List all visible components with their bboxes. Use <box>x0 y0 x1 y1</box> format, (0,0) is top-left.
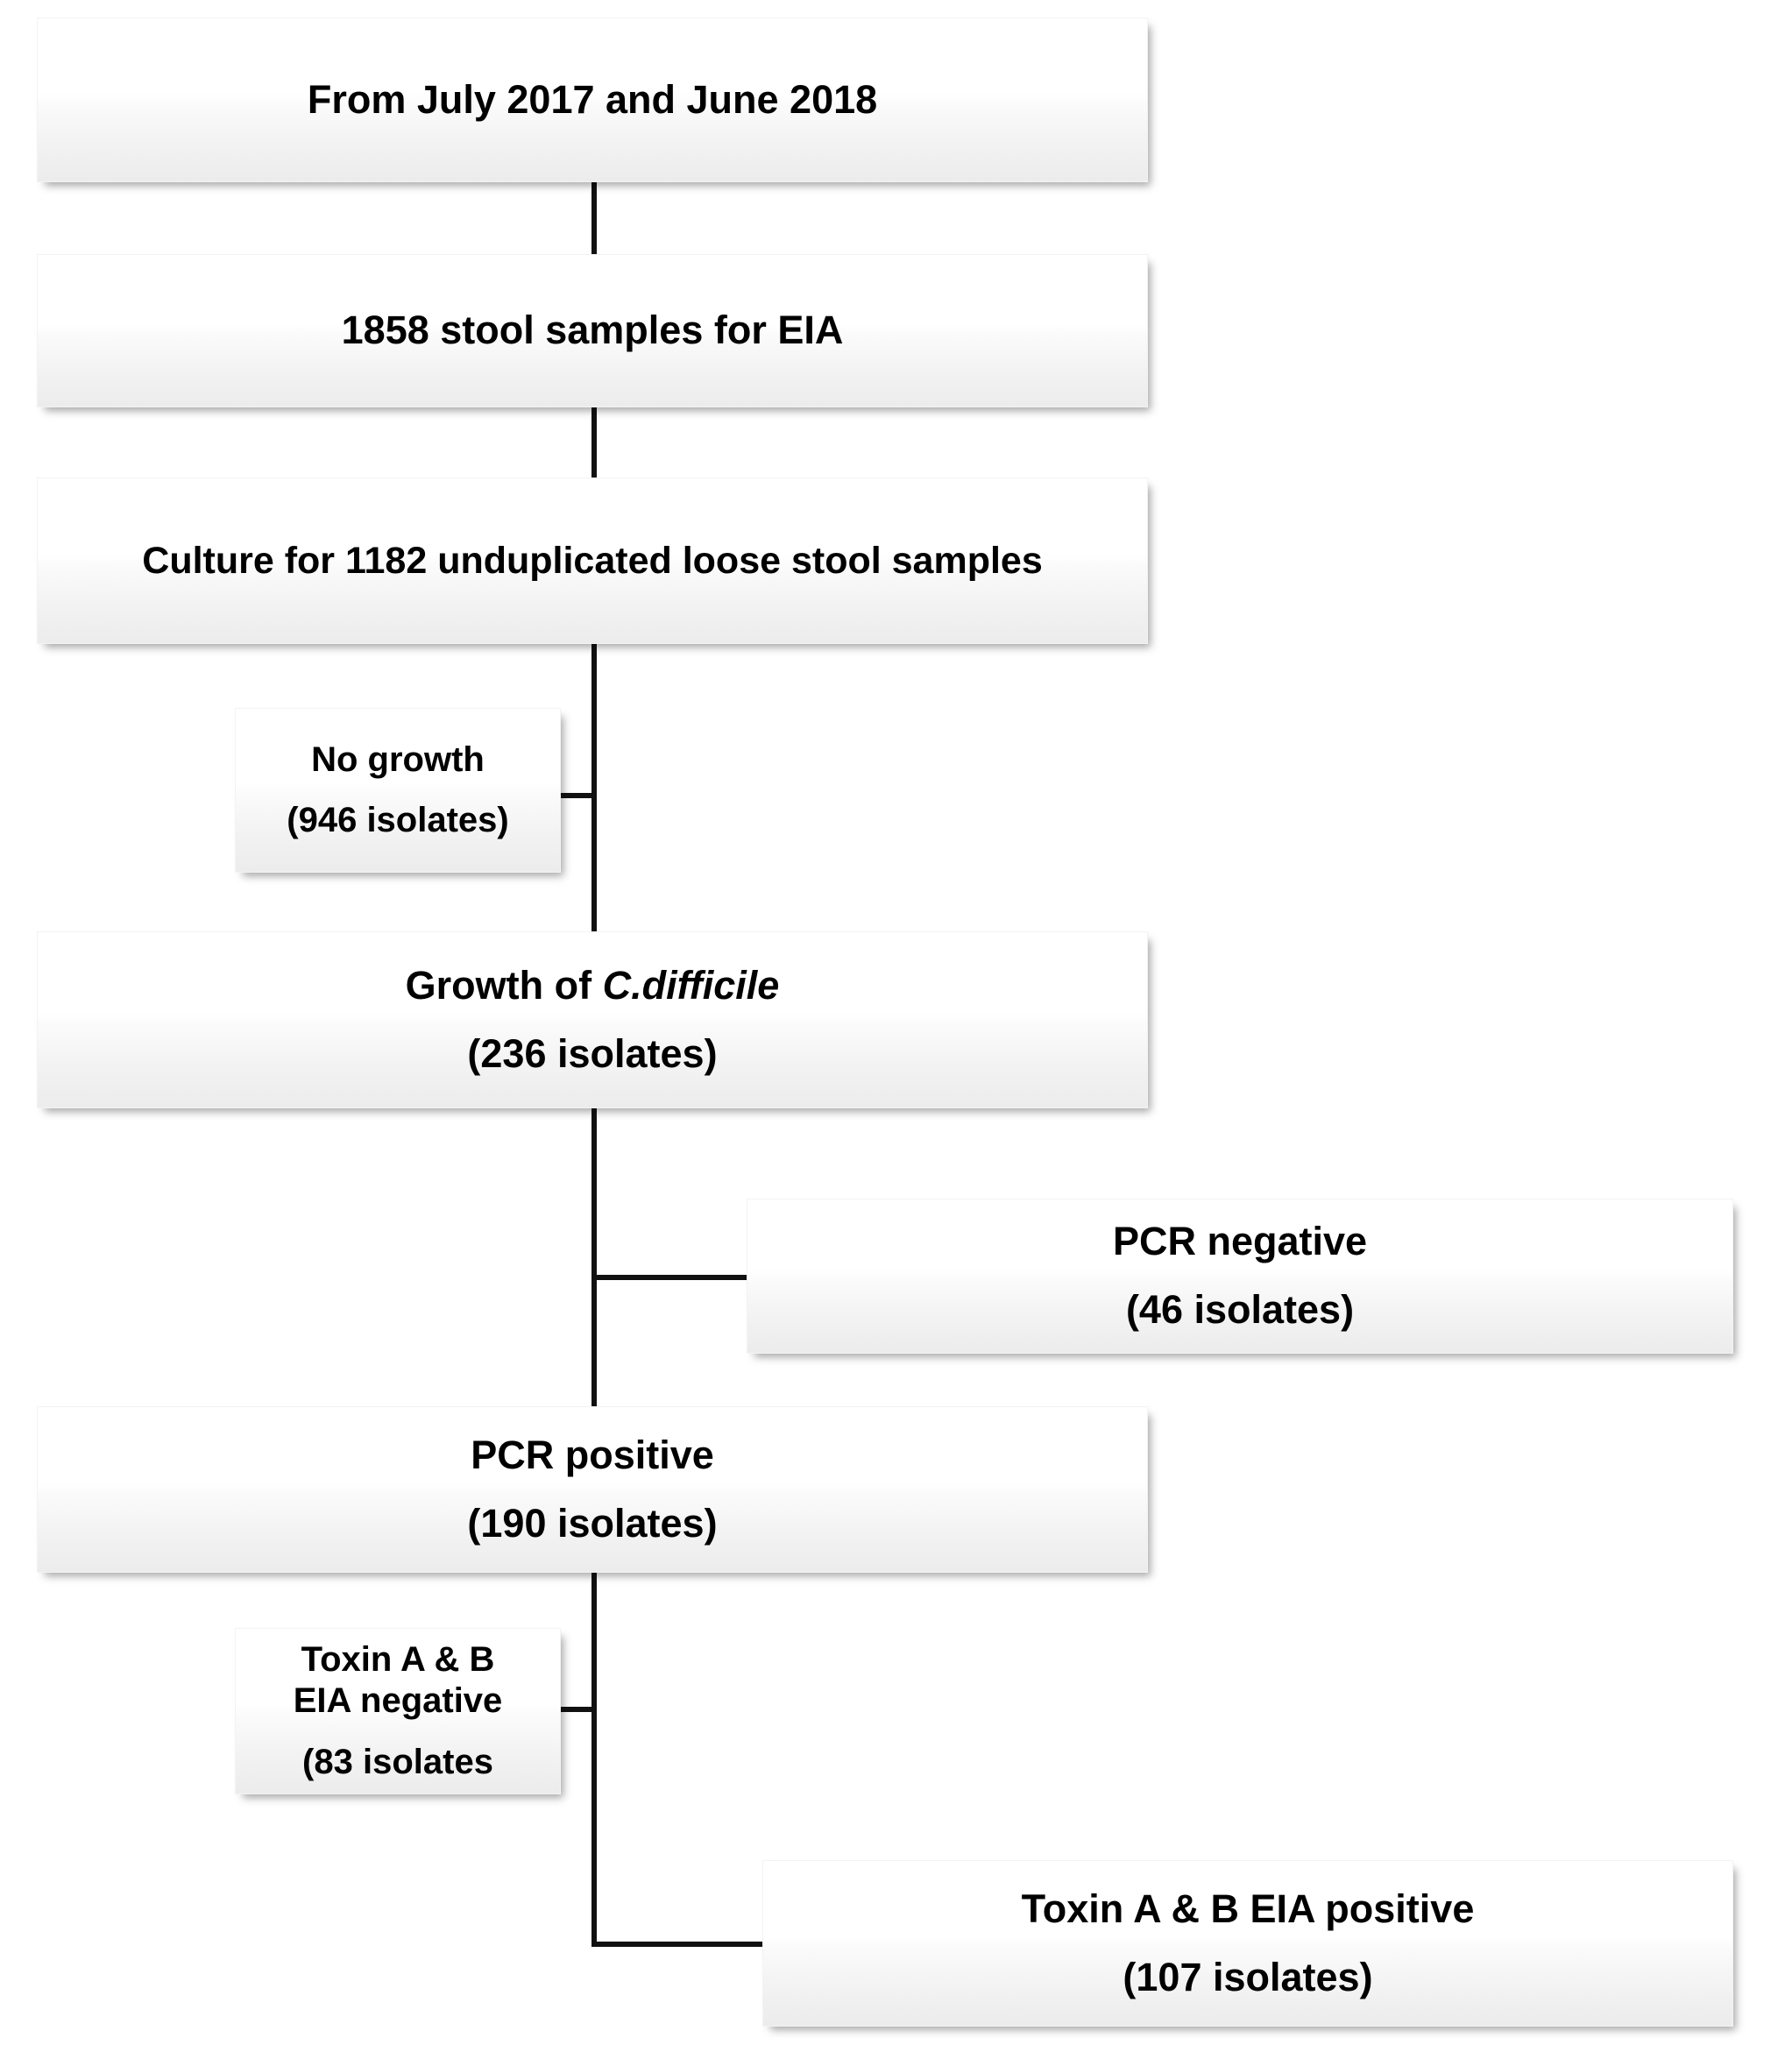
node-pcr-negative-title: PCR negative <box>1112 1219 1368 1264</box>
node-eia-samples[interactable]: 1858 stool samples for EIA <box>37 254 1148 407</box>
node-growth-title-prefix: Growth of <box>405 962 603 1008</box>
node-toxin-eia-negative-title-2: EIA negative <box>293 1681 503 1721</box>
node-toxin-eia-negative[interactable]: Toxin A & B EIA negative (83 isolates <box>235 1628 561 1794</box>
node-toxin-eia-positive[interactable]: Toxin A & B EIA positive (107 isolates) <box>762 1860 1733 2027</box>
node-pcr-positive-title: PCR positive <box>471 1432 714 1477</box>
connector-growth-to-pcrpositive <box>591 1104 597 1412</box>
node-culture[interactable]: Culture for 1182 unduplicated loose stoo… <box>37 478 1148 644</box>
connector-pcrpositive-down <box>591 1568 597 1947</box>
node-toxin-eia-negative-title-1: Toxin A & B <box>301 1640 495 1680</box>
node-growth-cdifficile[interactable]: Growth of C.difficile (236 isolates) <box>37 931 1148 1108</box>
node-culture-text: Culture for 1182 unduplicated loose stoo… <box>142 539 1043 582</box>
node-no-growth-title: No growth <box>311 739 485 779</box>
node-growth-count: (236 isolates) <box>467 1030 718 1076</box>
node-study-period[interactable]: From July 2017 and June 2018 <box>37 18 1148 182</box>
node-toxin-eia-negative-count: (83 isolates <box>302 1742 493 1781</box>
node-pcr-negative[interactable]: PCR negative (46 isolates) <box>747 1199 1733 1354</box>
node-pcr-positive-count: (190 isolates) <box>467 1500 718 1546</box>
connector-culture-to-growth <box>591 640 597 937</box>
node-no-growth[interactable]: No growth (946 isolates) <box>235 708 561 873</box>
connector-branch-toxin-negative <box>556 1707 597 1712</box>
connector-eia-to-culture <box>591 403 597 482</box>
node-eia-samples-text: 1858 stool samples for EIA <box>341 308 844 353</box>
connector-period-to-eia <box>591 180 597 258</box>
node-pcr-positive[interactable]: PCR positive (190 isolates) <box>37 1406 1148 1573</box>
node-toxin-eia-positive-count: (107 isolates) <box>1123 1954 1373 1999</box>
node-study-period-text: From July 2017 and June 2018 <box>307 76 878 122</box>
connector-branch-toxin-positive <box>591 1942 767 1947</box>
node-pcr-negative-count: (46 isolates) <box>1125 1287 1355 1333</box>
connector-branch-pcr-negative <box>591 1275 751 1280</box>
node-growth-title: Growth of C.difficile <box>405 962 780 1008</box>
node-toxin-eia-positive-title: Toxin A & B EIA positive <box>1021 1886 1475 1931</box>
node-growth-organism-name: C.difficile <box>602 962 780 1008</box>
node-no-growth-count: (946 isolates) <box>287 801 509 840</box>
connector-branch-no-growth <box>556 793 597 798</box>
